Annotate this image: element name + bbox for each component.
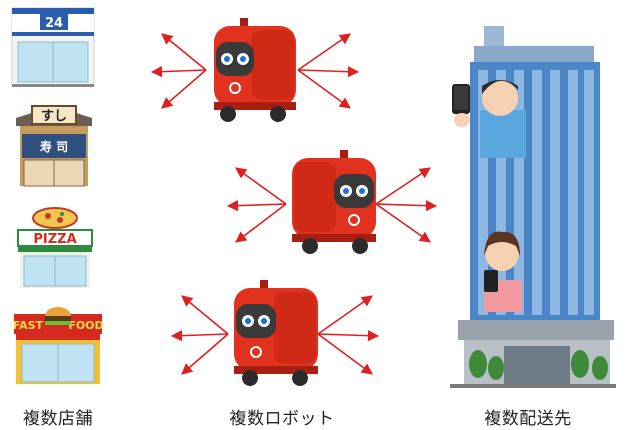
arrow bbox=[161, 33, 207, 71]
pizza-shop: PIZZA bbox=[14, 206, 96, 290]
delivery-robot-1 bbox=[208, 16, 300, 124]
arrow bbox=[226, 200, 287, 212]
arrow bbox=[297, 33, 351, 71]
arrow bbox=[161, 69, 207, 109]
arrow bbox=[317, 333, 373, 375]
convenience-store: 24 bbox=[10, 6, 96, 88]
arrow bbox=[317, 295, 373, 335]
label-multiple-destinations: 複数配送先 bbox=[484, 409, 572, 429]
sushi-curtain: 寿 司 bbox=[40, 139, 68, 154]
arrow bbox=[297, 66, 360, 78]
fast-sign: FAST bbox=[13, 319, 44, 332]
arrow bbox=[375, 200, 438, 212]
food-sign: FOOD bbox=[68, 319, 103, 332]
arrow bbox=[150, 66, 207, 78]
sushi-shop: すし 寿 司 bbox=[12, 104, 96, 190]
arrow bbox=[375, 167, 431, 205]
label-multiple-stores: 複数店舗 bbox=[23, 409, 93, 429]
arrow bbox=[170, 330, 229, 342]
label-multiple-robots: 複数ロボット bbox=[229, 409, 335, 429]
delivery-robot-2 bbox=[288, 150, 380, 256]
office-building bbox=[444, 20, 620, 390]
person-with-phone-1 bbox=[452, 80, 526, 158]
arrow bbox=[297, 69, 351, 109]
arrow bbox=[235, 203, 287, 243]
sushi-sign: すし bbox=[41, 109, 67, 124]
person-with-phone-2 bbox=[484, 231, 522, 312]
delivery-robot-3 bbox=[230, 280, 322, 388]
arrow bbox=[181, 295, 229, 335]
store-sign-24: 24 bbox=[45, 16, 63, 31]
arrow bbox=[317, 330, 380, 342]
fast-food-shop: FAST FOOD bbox=[12, 302, 104, 386]
arrow bbox=[181, 333, 229, 375]
arrow bbox=[375, 203, 431, 243]
arrow bbox=[235, 167, 287, 205]
pizza-sign: PIZZA bbox=[33, 232, 76, 247]
